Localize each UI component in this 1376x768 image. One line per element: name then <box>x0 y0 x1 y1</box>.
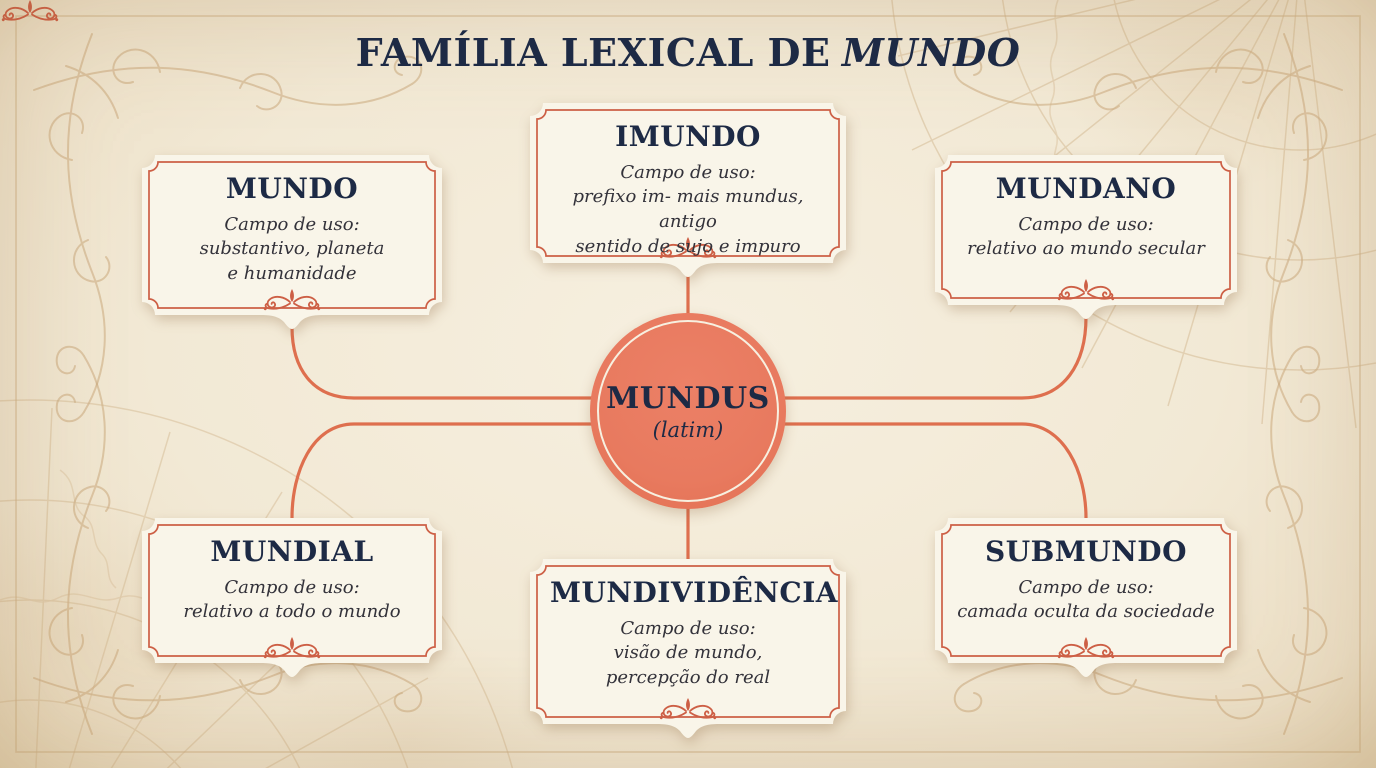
page-title-text: FAMÍLIA LEXICAL DE <box>355 30 831 75</box>
root-node: MUNDUS (latim) <box>590 313 786 509</box>
node-usage: Campo de uso: substantivo, planeta e hum… <box>199 213 385 285</box>
node-word: MUNDIAL <box>210 535 374 568</box>
connector-submundo <box>714 422 1088 520</box>
node-usage: Campo de uso: relativo ao mundo secular <box>967 213 1205 260</box>
node-usage: Campo de uso: relativo a todo o mundo <box>183 576 401 623</box>
connector-mundano <box>714 315 1088 400</box>
card-flourish-icon <box>1 0 59 22</box>
node-usage: Campo de uso: camada oculta da sociedade <box>957 576 1215 623</box>
node-card-mundano: MUNDANO Campo de uso: relativo ao mundo … <box>935 155 1237 319</box>
node-word: SUBMUNDO <box>985 535 1187 568</box>
corner-flourish-icon <box>33 33 423 423</box>
node-word: MUNDANO <box>995 172 1177 205</box>
plaque-frame <box>142 518 442 677</box>
root-word: MUNDUS <box>606 380 770 416</box>
plaque-frame <box>530 559 846 738</box>
connector-mundial <box>290 422 662 520</box>
node-usage: Campo de uso: visão de mundo, percepção … <box>605 617 771 689</box>
node-word: MUNDO <box>225 172 359 205</box>
node-word: MUNDIVIDÊNCIA <box>550 576 839 609</box>
frame-line <box>15 15 1361 753</box>
plaque-frame <box>935 518 1237 677</box>
node-word: IMUNDO <box>615 120 761 153</box>
node-card-mundo: MUNDO Campo de uso: substantivo, planeta… <box>142 155 442 329</box>
node-card-submundo: SUBMUNDO Campo de uso: camada oculta da … <box>935 518 1237 677</box>
plaque-frame <box>935 155 1237 319</box>
node-card-mundial: MUNDIAL Campo de uso: relativo a todo o … <box>142 518 442 677</box>
plaque-frame <box>142 155 442 329</box>
root-origin: (latim) <box>652 417 724 442</box>
connector-mundo <box>290 325 662 400</box>
node-card-mundividencia: MUNDIVIDÊNCIA Campo de uso: visão de mun… <box>530 559 846 738</box>
node-usage: Campo de uso: prefixo im- mais mundus, a… <box>572 161 804 258</box>
plaque-frame <box>530 103 846 277</box>
node-card-imundo: IMUNDO Campo de uso: prefixo im- mais mu… <box>530 103 846 277</box>
page-title-emphasis: MUNDO <box>841 30 1021 75</box>
